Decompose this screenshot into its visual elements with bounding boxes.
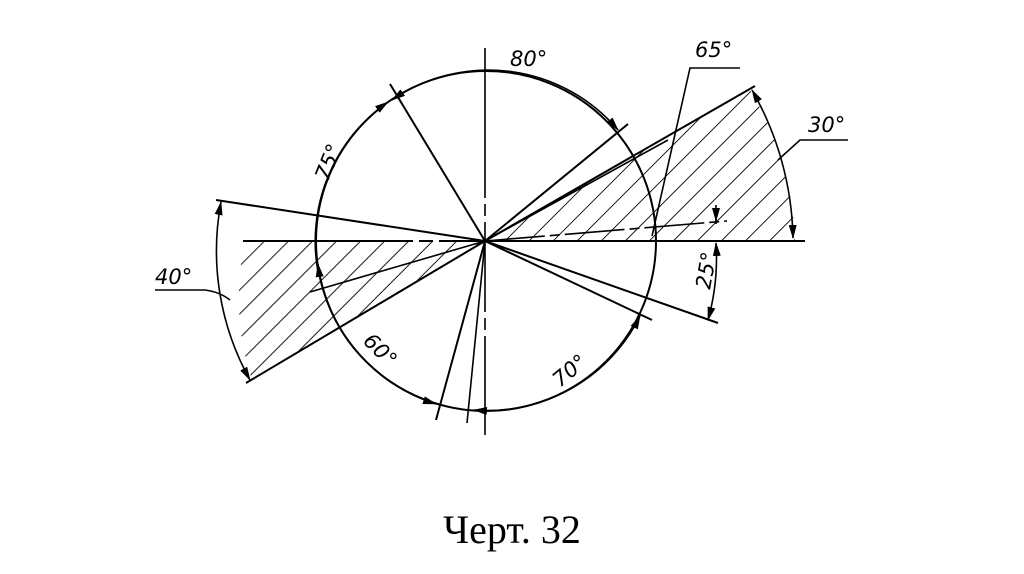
figure-caption: Черт. 32	[443, 507, 581, 552]
arc-70	[473, 315, 641, 416]
label-75: 75°	[310, 140, 346, 184]
line-30-upper	[484, 85, 756, 242]
line-60-end	[435, 240, 486, 421]
hatched-region-right	[485, 90, 795, 241]
arc-75	[314, 101, 389, 273]
label-25: 25°	[691, 250, 721, 291]
line-lower-near-vertical	[466, 240, 486, 424]
label-65: 65°	[695, 38, 732, 62]
label-30: 30°	[808, 113, 845, 137]
label-80: 80°	[510, 47, 547, 71]
line-25-upper-dashed	[484, 220, 728, 242]
arc-80	[391, 69, 619, 131]
line-70-end	[484, 240, 653, 321]
label-70: 70°	[548, 350, 592, 392]
leader-40	[155, 289, 231, 301]
line-80-upper-right	[484, 123, 629, 242]
label-60: 60°	[358, 329, 401, 372]
label-40: 40°	[155, 265, 192, 289]
line-65	[484, 139, 669, 242]
leader-65	[651, 67, 740, 237]
line-40-upper	[215, 199, 486, 242]
line-75-upper-left	[389, 83, 486, 242]
leader-30	[777, 139, 848, 161]
arc-30	[751, 89, 797, 239]
arc-25	[707, 242, 721, 321]
line-25-lower	[484, 240, 719, 324]
arc-60	[315, 263, 437, 405]
